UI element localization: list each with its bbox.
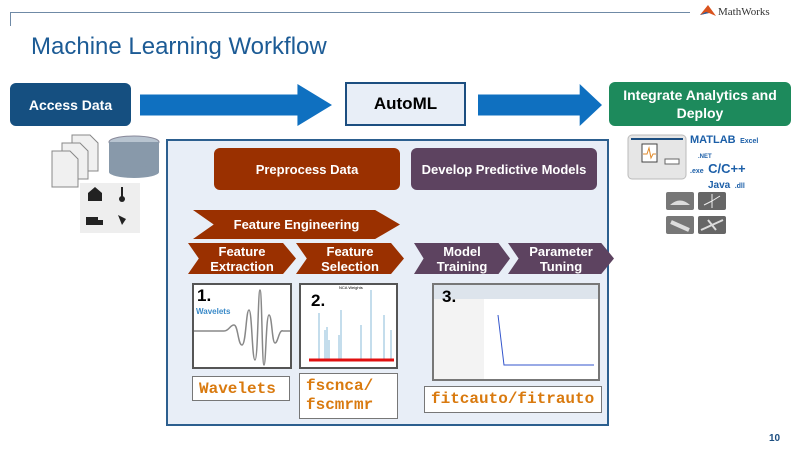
preprocess-data-box: Preprocess Data (214, 148, 400, 190)
wavelet-plot (194, 289, 290, 366)
step-number: 2. (311, 291, 326, 310)
target-exe: .exe (690, 168, 704, 175)
app-screenshot (434, 285, 598, 379)
data-sources-icon (51, 134, 160, 233)
automl-box: AutoML (345, 82, 466, 126)
mathworks-logo: MathWorks (700, 4, 770, 20)
logo-text: MathWorks (718, 6, 770, 18)
app-ui-icon (627, 134, 687, 180)
target-matlab: MATLAB (690, 134, 736, 146)
classification-learner-thumbnail: 3. (432, 283, 600, 381)
chevron-line: Selection (321, 258, 379, 274)
nca-stem-plot (309, 290, 394, 362)
step-number: 3. (442, 287, 457, 306)
chevron-line: Tuning (539, 258, 583, 274)
page-title: Machine Learning Workflow (31, 33, 327, 60)
wavelet-label: Wavelets (196, 307, 231, 316)
flow-arrow (478, 84, 602, 126)
code-line: fscnca/ (306, 377, 374, 395)
access-data-box: Access Data (10, 83, 131, 126)
header-rule (10, 12, 690, 13)
chevron-line: Model (443, 243, 481, 259)
nca-weights-thumbnail: 2. NCA Weights (299, 283, 398, 369)
flow-arrow (140, 84, 332, 126)
target-excel: Excel (740, 138, 759, 145)
target-cpp: C/C++ (708, 161, 746, 176)
header-rule-tick (10, 12, 11, 26)
wavelet-thumbnail: 1. Wavelets (192, 283, 292, 369)
deploy-box: Integrate Analytics and Deploy (609, 82, 791, 126)
target-java: Java (708, 180, 731, 191)
sensor-icons (80, 183, 140, 233)
code-line: fscmrmr (306, 396, 374, 414)
code-wavelets: Wavelets (192, 376, 290, 401)
code-fitcauto-fitrauto: fitcauto/fitrauto (424, 386, 602, 413)
membrane-icon (700, 5, 716, 16)
step-number: 1. (197, 286, 212, 305)
chevron-line: Feature (326, 243, 374, 259)
target-dll: .dll (734, 183, 745, 190)
deploy-targets: MATLAB Excel .NET .exe C/C++ Java .dll (690, 133, 758, 193)
page-number: 10 (769, 433, 781, 444)
target-net: .NET (698, 154, 712, 160)
develop-models-box: Develop Predictive Models (411, 148, 597, 190)
chevron-line: Training (436, 258, 488, 274)
chevron-line: Feature (218, 243, 266, 259)
deploy-platform-icons (666, 192, 726, 234)
plot-title: NCA Weights (339, 285, 363, 290)
chevron-line: Extraction (210, 258, 274, 274)
chevron-line: Parameter (529, 243, 593, 259)
code-fscnca-fscmrmr: fscnca/fscmrmr (299, 373, 398, 419)
feature-engineering-chevron: Feature Engineering (193, 210, 400, 239)
